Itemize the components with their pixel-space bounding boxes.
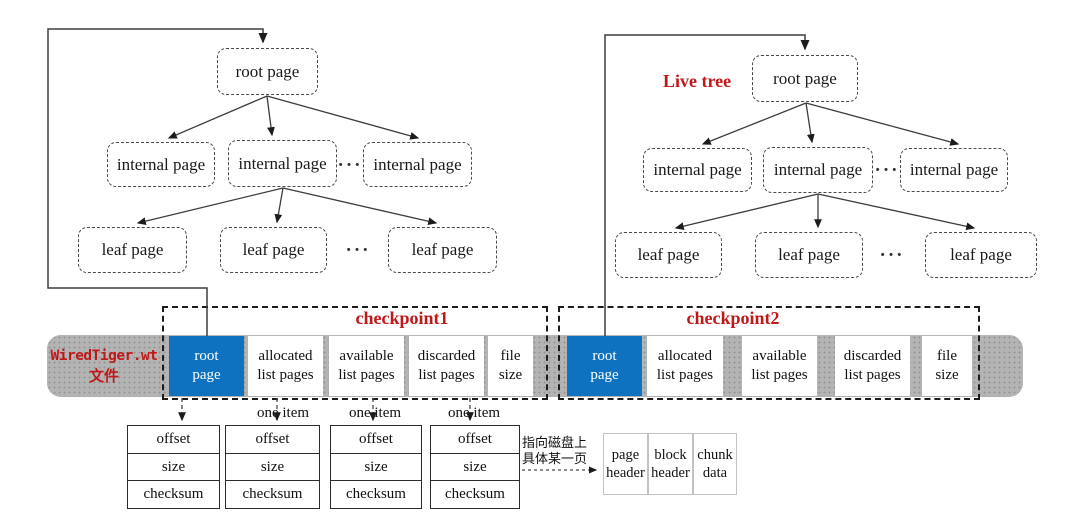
item-table-4: offset size checksum [430, 425, 520, 509]
checkpoint2-title: checkpoint2 [686, 308, 780, 328]
checkpoint-tree-internal-ellipsis: ··· [337, 155, 363, 176]
item-table-2-checksum: checksum [226, 480, 319, 508]
checkpoint2-root-page-segment: root page [567, 336, 642, 396]
item-table-1-offset: offset [156, 430, 191, 447]
item-table-1: offset size checksum [127, 425, 220, 509]
one-item-label-1: one item [256, 405, 310, 421]
item-table-4-offset: offset [458, 430, 492, 447]
live-tree-internal-page-3: internal page [900, 148, 1008, 192]
item-table-4-checksum: checksum [431, 480, 519, 508]
one-item-label-2: one item [348, 405, 402, 421]
checkpoint-tree-leaf-page-1: leaf page [78, 227, 187, 273]
item-table-3-offset: offset [359, 430, 393, 447]
block-header-block: block header [648, 433, 693, 495]
checkpoint2-available-list-segment: available list pages [742, 336, 817, 396]
file-name-text: WiredTiger.wt [50, 348, 159, 364]
live-tree-leaf-page-3: leaf page [925, 232, 1037, 278]
live-tree-internal-ellipsis: ··· [874, 160, 900, 181]
item-table-4-size: size [431, 452, 519, 481]
page-header-block: page header [603, 433, 648, 495]
item-table-1-size: size [128, 452, 219, 481]
checkpoint-tree-internal-page-1: internal page [107, 142, 215, 187]
file-name-label: WiredTiger.wt 文件 [45, 341, 163, 393]
live-tree-leaf-ellipsis: ··· [879, 245, 905, 266]
checkpoint2-discarded-list-segment: discarded list pages [835, 336, 910, 396]
checkpoint-tree-internal-page-3: internal page [363, 142, 472, 187]
live-tree-leaf-page-2: leaf page [755, 232, 863, 278]
file-name-suffix-text: 文件 [88, 369, 119, 385]
checkpoint-tree-leaf-page-3: leaf page [388, 227, 497, 273]
live-tree-root-page: root page [752, 55, 858, 102]
item-table-3-checksum: checksum [331, 480, 421, 508]
checkpoint2-file-size-segment: file size [922, 336, 972, 396]
checkpoint1-boundary [162, 306, 548, 400]
item-table-2-offset: offset [255, 430, 290, 447]
checkpoint1-file-size-segment: file size [488, 336, 533, 396]
checkpoint-tree-root-page: root page [217, 48, 318, 95]
disk-pointer-note: 指向磁盘上 具体某一页 [522, 436, 588, 467]
checkpoint-tree-leaf-ellipsis: ··· [345, 240, 371, 261]
item-table-3: offset size checksum [330, 425, 422, 509]
live-tree-internal-page-2: internal page [763, 147, 873, 193]
checkpoint1-root-page-segment: root page [169, 336, 244, 396]
checkpoint-tree-leaf-page-2: leaf page [220, 227, 327, 273]
live-tree-title: Live tree [663, 71, 732, 91]
checkpoint1-allocated-list-segment: allocated list pages [248, 336, 323, 396]
item-table-3-size: size [331, 452, 421, 481]
live-tree-leaf-page-1: leaf page [615, 232, 722, 278]
chunk-data-block: chunk data [693, 433, 737, 495]
live-tree-internal-page-1: internal page [643, 148, 752, 192]
checkpoint2-allocated-list-segment: allocated list pages [647, 336, 723, 396]
one-item-label-3: one item [447, 405, 501, 421]
checkpoint1-title: checkpoint1 [355, 308, 449, 328]
checkpoint-tree-internal-page-2: internal page [228, 140, 337, 187]
checkpoint1-available-list-segment: available list pages [329, 336, 404, 396]
item-table-2: offset size checksum [225, 425, 320, 509]
checkpoint1-discarded-list-segment: discarded list pages [409, 336, 484, 396]
item-table-1-checksum: checksum [128, 480, 219, 508]
item-table-2-size: size [226, 452, 319, 481]
